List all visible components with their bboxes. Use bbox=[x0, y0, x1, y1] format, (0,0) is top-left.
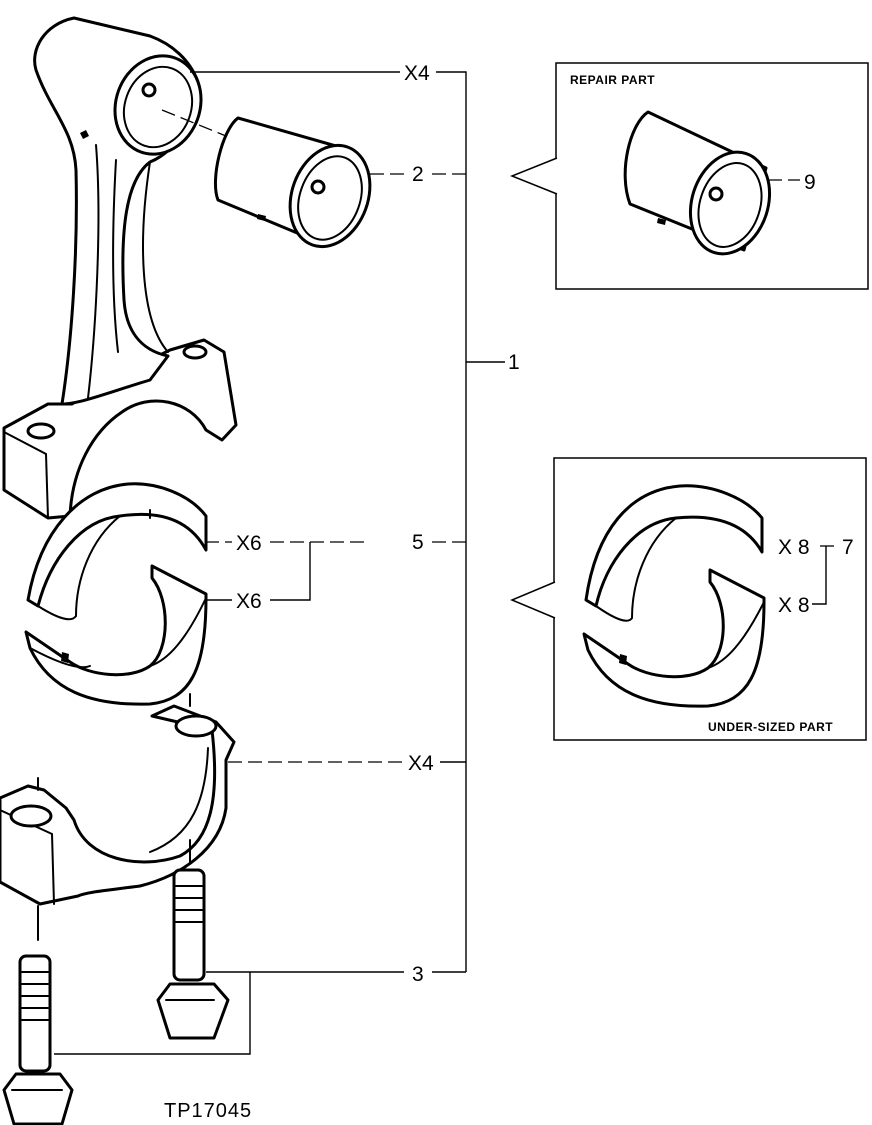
repair-part-title: REPAIR PART bbox=[570, 73, 655, 87]
bushing bbox=[213, 116, 372, 249]
callout-bolt: 3 bbox=[412, 963, 424, 986]
callout-bearing-upper-qty: X6 bbox=[236, 532, 262, 555]
callout-bearing-lower-qty: X6 bbox=[236, 590, 262, 613]
bolt-left bbox=[2, 905, 74, 1125]
callout-undersize-lower-qty: X 8 bbox=[778, 594, 810, 617]
figure-id: TP17045 bbox=[164, 1100, 252, 1122]
bearing-shell-upper bbox=[26, 482, 208, 621]
callout-assembly: 1 bbox=[508, 351, 520, 374]
callout-rod-qty: X4 bbox=[404, 62, 430, 85]
bearing-cap bbox=[0, 693, 236, 906]
connecting-rod bbox=[2, 16, 238, 520]
callout-undersize-upper-qty: X 8 bbox=[778, 536, 810, 559]
repair-part-box: REPAIR PART 9 bbox=[509, 62, 869, 290]
callout-repair-part-number: 9 bbox=[804, 171, 816, 194]
under-sized-part-box: X 8 X 8 7 UNDER-SIZED PART bbox=[510, 457, 867, 741]
callout-undersize-part-number: 7 bbox=[842, 536, 854, 559]
leader-lines bbox=[54, 71, 505, 1055]
bearing-shell-lower bbox=[24, 564, 208, 706]
callout-cap-qty: X4 bbox=[408, 752, 434, 775]
callout-bushing: 2 bbox=[412, 163, 424, 186]
callout-labels: X4 2 1 X6 5 X6 X4 3 TP17045 bbox=[164, 62, 520, 1122]
under-sized-part-title: UNDER-SIZED PART bbox=[708, 720, 833, 734]
callout-bearing: 5 bbox=[412, 531, 424, 554]
bolt-right bbox=[156, 839, 230, 1040]
